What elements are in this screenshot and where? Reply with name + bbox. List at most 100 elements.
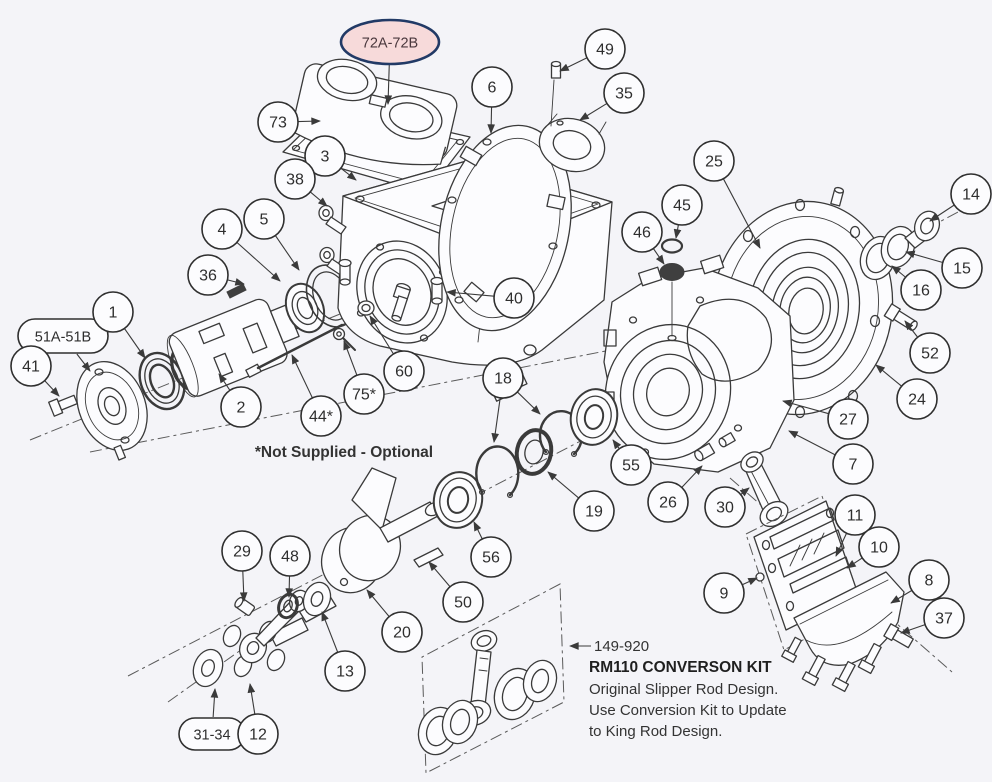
svg-text:38: 38 (286, 172, 304, 189)
svg-text:18: 18 (494, 371, 512, 388)
svg-text:35: 35 (615, 86, 633, 103)
connecting-rod-30 (740, 451, 789, 528)
svg-text:51A-51B: 51A-51B (35, 330, 91, 346)
ball-bearing-55 (569, 388, 619, 446)
svg-text:15: 15 (953, 261, 971, 278)
callout-75: 75* (343, 373, 385, 415)
svg-text:37: 37 (935, 611, 953, 628)
callout-9: 9 (703, 572, 745, 614)
callout-60: 60 (383, 350, 425, 392)
valve-cover-72 (293, 58, 458, 166)
svg-text:5: 5 (260, 212, 269, 229)
svg-text:16: 16 (912, 283, 930, 300)
callout-5: 5 (243, 198, 285, 240)
callout-50: 50 (442, 581, 484, 623)
snap-ring-a (475, 445, 520, 499)
callout-52: 52 (909, 332, 951, 374)
svg-text:19: 19 (585, 504, 603, 521)
kit-line-1: Original Slipper Rod Design. (589, 681, 778, 698)
svg-text:10: 10 (870, 540, 888, 557)
svg-text:24: 24 (908, 392, 926, 409)
callout-35: 35 (603, 72, 645, 114)
svg-text:11: 11 (847, 508, 864, 525)
callout-37: 37 (923, 597, 965, 639)
callout-45: 45 (661, 184, 703, 226)
optional-note: *Not Supplied - Optional (255, 444, 433, 461)
diagram-artwork (29, 58, 959, 774)
svg-text:56: 56 (482, 550, 500, 567)
drain-bolt-41 (48, 394, 78, 417)
callout-6: 6 (471, 66, 513, 108)
kit-line-2: Use Conversion Kit to Update (589, 702, 787, 719)
svg-text:49: 49 (596, 42, 614, 59)
svg-text:9: 9 (720, 586, 729, 603)
svg-text:45: 45 (673, 198, 691, 215)
svg-text:12: 12 (249, 727, 267, 744)
svg-text:44*: 44* (309, 409, 333, 426)
plug-46 (659, 263, 685, 342)
callout-27: 27 (827, 398, 869, 440)
callout-19: 19 (573, 490, 615, 532)
callout-41: 41 (10, 345, 52, 387)
bearing-cover-flange-51 (76, 360, 148, 461)
svg-text:29: 29 (233, 544, 251, 561)
callout-40: 40 (493, 277, 535, 319)
bearing-plate-10-11 (745, 495, 861, 651)
callout-24: 24 (896, 378, 938, 420)
callout-12: 12 (237, 713, 279, 755)
kit-line-3: to King Rod Design. (589, 723, 722, 740)
svg-text:48: 48 (281, 549, 299, 566)
callout-4: 4 (201, 208, 243, 250)
callout-3: 3 (304, 135, 346, 177)
callout-51a-51b: 51A-51B (17, 318, 109, 354)
callout-25: 25 (693, 140, 735, 182)
pump-body-27 (601, 254, 795, 473)
callout-13: 13 (324, 650, 366, 692)
oring-45 (660, 238, 684, 254)
kit-part-number: 149-920 (594, 638, 649, 655)
svg-text:55: 55 (622, 458, 640, 475)
set-pin-49 (550, 60, 562, 127)
svg-text:4: 4 (218, 222, 227, 239)
callout-46: 46 (621, 211, 663, 253)
svg-text:73: 73 (269, 115, 287, 132)
callout-26: 26 (647, 481, 689, 523)
svg-text:1: 1 (109, 305, 118, 322)
hex-bolt-37 (883, 623, 914, 649)
svg-text:36: 36 (199, 268, 217, 285)
mounting-gasket-6 (438, 124, 572, 332)
plugs-26 (694, 432, 736, 462)
callout-72a-72b: 72A-72B (339, 18, 441, 66)
small-bolts-40 (338, 258, 444, 305)
svg-text:27: 27 (839, 412, 857, 429)
callout-15: 15 (941, 247, 983, 289)
svg-text:72A-72B: 72A-72B (362, 36, 418, 52)
callout-8: 8 (908, 559, 950, 601)
callout-55: 55 (610, 444, 652, 486)
washer-31-34 (192, 648, 224, 688)
washer-13 (302, 581, 332, 617)
svg-text:46: 46 (633, 225, 651, 242)
manifold-cover-8 (781, 571, 905, 693)
svg-text:26: 26 (659, 495, 677, 512)
callout-2: 2 (220, 386, 262, 428)
svg-text:40: 40 (505, 291, 523, 308)
oil-seal-19 (514, 428, 554, 476)
callout-36: 36 (187, 254, 229, 296)
callout-73: 73 (257, 101, 299, 143)
elbow-fitting (391, 282, 411, 322)
stud-pin-top-right (830, 186, 845, 207)
svg-text:3: 3 (321, 149, 330, 166)
kit-title: RM110 CONVERSON KIT (589, 659, 772, 676)
callout-38: 38 (274, 158, 316, 200)
svg-text:2: 2 (237, 400, 246, 417)
callout-16: 16 (900, 269, 942, 311)
callout-7: 7 (832, 443, 874, 485)
svg-text:20: 20 (393, 625, 411, 642)
callout-1: 1 (92, 291, 134, 333)
callout-49: 49 (584, 28, 626, 70)
svg-text:60: 60 (395, 364, 413, 381)
svg-text:7: 7 (849, 457, 858, 474)
